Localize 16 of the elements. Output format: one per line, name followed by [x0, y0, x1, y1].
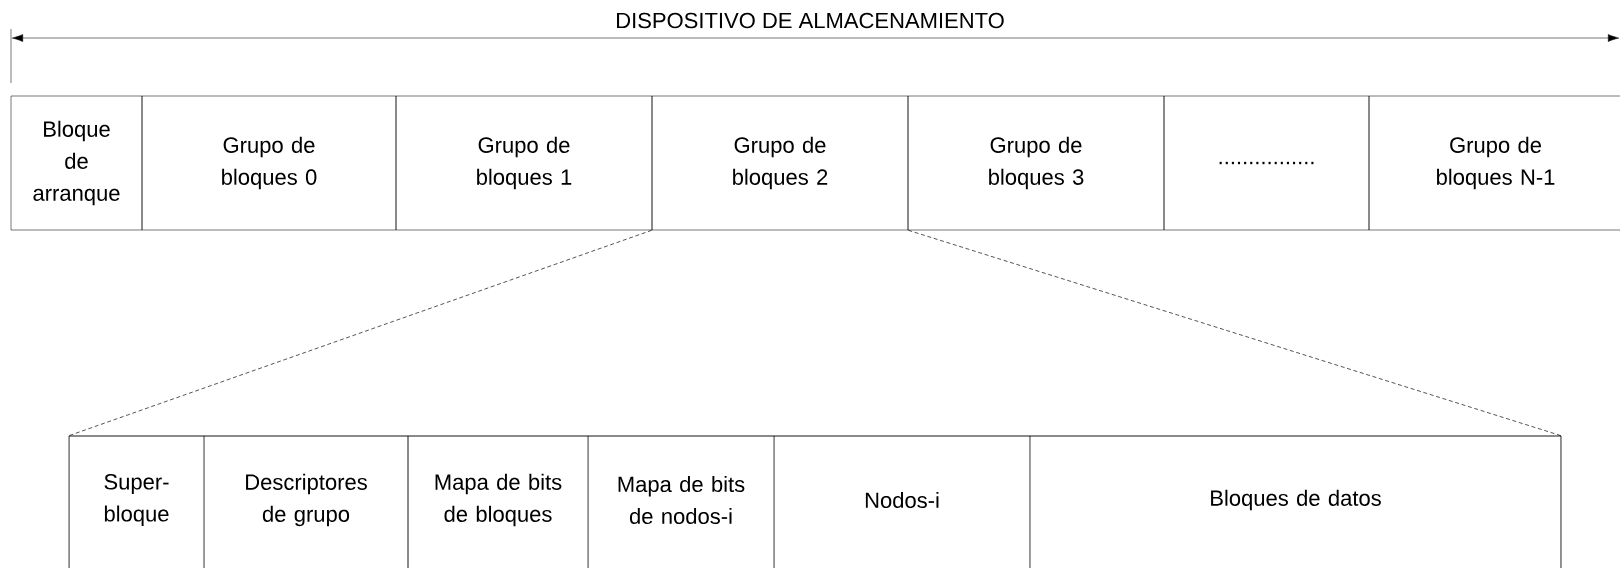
- block-cell: Grupo de bloques 1: [395, 95, 653, 231]
- block-cell: Descriptores de grupo: [203, 435, 409, 568]
- leader-line: [68, 229, 653, 437]
- block-cell: Grupo de bloques 3: [907, 95, 1165, 231]
- block-cell: ................: [1163, 95, 1370, 231]
- block-cell: Grupo de bloques 2: [651, 95, 909, 231]
- leader-line: [907, 229, 1562, 437]
- dimension-label: DISPOSITIVO DE ALMACENAMIENTO: [617, 12, 1004, 29]
- block-cell: Mapa de bits de nodos-i: [587, 435, 775, 568]
- block-cell: Super- bloque: [68, 435, 205, 568]
- block-cell: Nodos-i: [773, 435, 1031, 568]
- block-cell: Bloque de arranque: [10, 95, 143, 231]
- block-cell: Mapa de bits de bloques: [407, 435, 589, 568]
- block-cell: Grupo de bloques 0: [141, 95, 397, 231]
- block-cell: Bloques de datos: [1029, 435, 1562, 568]
- block-cell: Grupo de bloques N-1: [1368, 95, 1620, 231]
